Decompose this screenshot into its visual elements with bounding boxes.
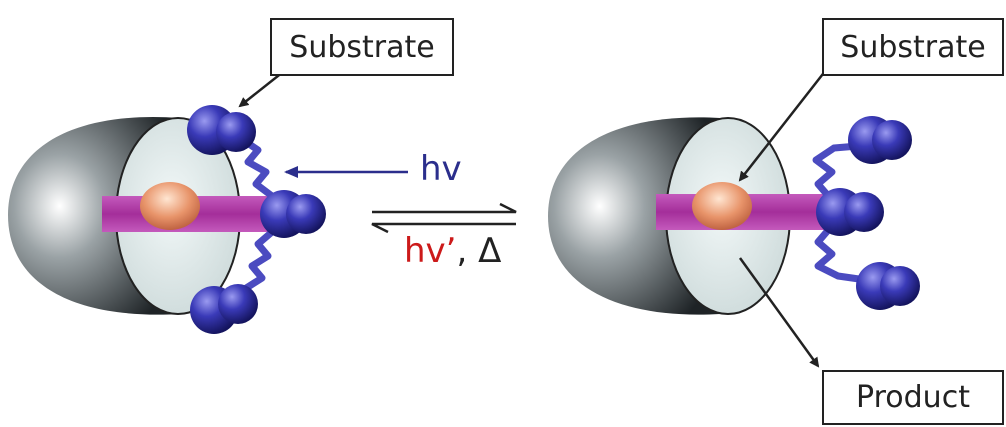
product-leader [738,257,820,368]
left-molecule [8,105,326,334]
right-ball-middle [816,188,884,236]
left-ball-top [187,105,256,155]
reverse-hv-prime-text: hv’ [404,231,457,271]
forward-condition: hv [420,152,462,186]
product-label: Product [822,370,1004,425]
left-substrate-text: Substrate [289,29,435,65]
right-linker-bottom [814,225,867,284]
reverse-harpoon [371,222,516,234]
forward-hv-text: hv [420,149,462,189]
equilibrium-arrows [371,202,517,234]
left-linker-bottom [238,229,275,295]
left-ball-middle [260,190,326,238]
right-ball-bottom [856,262,920,310]
right-linker-top [812,142,859,201]
left-ball-bottom [190,284,258,334]
forward-harpoon [372,202,517,214]
right-substrate-text: Substrate [840,29,986,65]
left-core [140,182,200,230]
product-text: Product [856,380,970,415]
right-core [692,182,752,230]
left-substrate-label: Substrate [270,18,454,76]
right-ball-top [848,116,912,164]
right-substrate-label: Substrate [822,18,1004,76]
reverse-condition: hv’, Δ [404,234,501,268]
left-linker-top [238,135,275,199]
right-molecule [548,116,920,315]
right-substrate-leader [738,69,827,182]
reverse-heat-text: , Δ [456,231,502,271]
